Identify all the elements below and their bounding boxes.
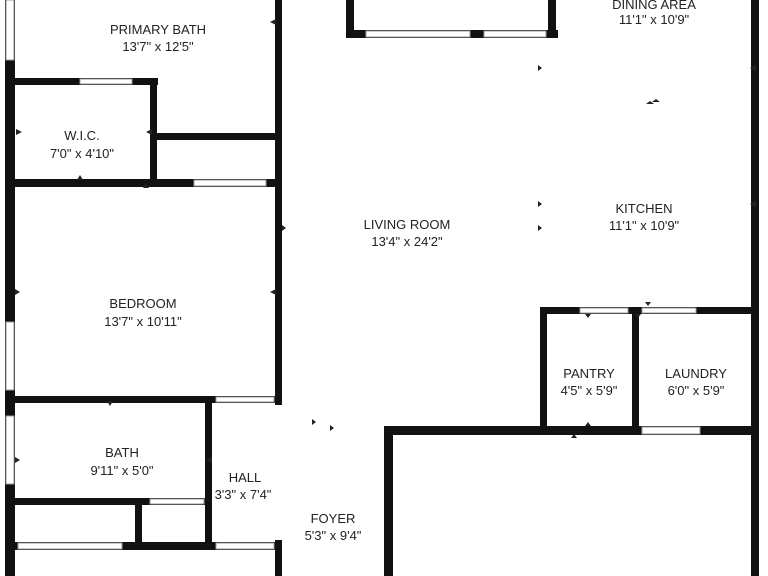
room-dims-laundry: 6'0" x 5'9" bbox=[668, 383, 725, 398]
wall-pantry-left bbox=[540, 307, 547, 435]
door-bottom-left bbox=[17, 542, 123, 550]
wall-closet-left bbox=[135, 498, 142, 548]
wall-center-vertical-top bbox=[275, 0, 282, 405]
marker-tick bbox=[16, 129, 22, 135]
room-label-dining-area: DINING AREA bbox=[612, 0, 696, 12]
marker-tick bbox=[538, 65, 542, 71]
room-label-wic: W.I.C. bbox=[64, 128, 99, 143]
marker-tick bbox=[750, 201, 756, 207]
wall-closet-top bbox=[157, 133, 279, 140]
marker-tick bbox=[107, 401, 113, 406]
marker-tick bbox=[750, 65, 756, 71]
marker-tick bbox=[206, 457, 212, 463]
door-laundry-bottom bbox=[641, 426, 701, 435]
wall-bay-left bbox=[346, 0, 354, 38]
room-label-bath: BATH bbox=[105, 445, 139, 460]
room-label-hall: HALL bbox=[229, 470, 262, 485]
marker-tick bbox=[15, 289, 20, 295]
room-dims-bath: 9'11" x 5'0" bbox=[90, 463, 153, 478]
window-left-top bbox=[5, 0, 15, 61]
marker-tick bbox=[282, 225, 286, 231]
marker-tick bbox=[330, 425, 334, 431]
marker-tick bbox=[270, 19, 276, 25]
wall-garage-left bbox=[384, 426, 393, 576]
marker-tick bbox=[15, 457, 20, 463]
marker-tick bbox=[652, 99, 660, 102]
wall-bottom-left bbox=[8, 542, 282, 550]
wall-hall-right-low bbox=[275, 540, 282, 576]
wall-garage-top bbox=[384, 426, 759, 435]
door-pantry-top bbox=[579, 307, 629, 314]
room-dims-foyer: 5'3" x 9'4" bbox=[305, 528, 362, 543]
marker-tick bbox=[270, 289, 276, 295]
window-bay-1 bbox=[365, 30, 471, 38]
marker-tick bbox=[585, 422, 591, 426]
window-left-bath bbox=[5, 415, 15, 485]
room-dims-pantry: 4'5" x 5'9" bbox=[561, 383, 618, 398]
wall-bath-bottom bbox=[8, 498, 212, 505]
wall-bath-top bbox=[8, 396, 282, 403]
marker-tick bbox=[571, 434, 577, 438]
room-dims-hall: 3'3" x 7'4" bbox=[215, 487, 272, 502]
wall-pantry-right bbox=[632, 307, 639, 435]
marker-tick bbox=[646, 101, 654, 104]
wall-bay-right bbox=[548, 0, 556, 38]
marker-tick bbox=[77, 175, 83, 180]
room-label-pantry: PANTRY bbox=[563, 366, 615, 381]
door-hall-top bbox=[215, 396, 275, 403]
door-bedroom-top bbox=[193, 179, 267, 187]
marker-tick bbox=[312, 419, 316, 425]
marker-tick bbox=[645, 302, 651, 306]
room-dims-primary-bath: 13'7" x 12'5" bbox=[122, 39, 194, 54]
marker-tick bbox=[146, 129, 152, 135]
room-label-kitchen: KITCHEN bbox=[615, 201, 672, 216]
door-bath-bottom bbox=[149, 498, 205, 505]
wall-wic-right bbox=[150, 78, 157, 186]
room-dims-kitchen: 11'1" x 10'9" bbox=[609, 218, 680, 233]
room-dims-living-room: 13'4" x 24'2" bbox=[371, 234, 443, 249]
room-label-bedroom: BEDROOM bbox=[109, 296, 176, 311]
room-dims-bedroom: 13'7" x 10'11" bbox=[104, 314, 182, 329]
marker-tick bbox=[538, 225, 542, 231]
wall-bedroom-top bbox=[8, 179, 282, 187]
room-label-laundry: LAUNDRY bbox=[665, 366, 727, 381]
room-dims-wic: 7'0" x 4'10" bbox=[50, 146, 114, 161]
window-bay-2 bbox=[483, 30, 547, 38]
wall-left-outer bbox=[5, 0, 15, 576]
room-dims-dining-area: 11'1" x 10'9" bbox=[619, 12, 690, 27]
door-laundry-top bbox=[641, 307, 697, 314]
marker-tick bbox=[143, 183, 149, 188]
wall-bath-right bbox=[205, 396, 212, 546]
room-label-primary-bath: PRIMARY BATH bbox=[110, 22, 206, 37]
marker-tick bbox=[538, 201, 542, 207]
wall-right-outer bbox=[751, 0, 759, 576]
window-left-bedroom bbox=[5, 321, 15, 391]
room-label-foyer: FOYER bbox=[311, 511, 356, 526]
door-wic-top bbox=[79, 78, 133, 85]
marker-tick bbox=[635, 314, 641, 318]
door-hall-bottom bbox=[215, 542, 275, 550]
room-label-living-room: LIVING ROOM bbox=[364, 217, 451, 232]
marker-tick bbox=[585, 314, 591, 318]
